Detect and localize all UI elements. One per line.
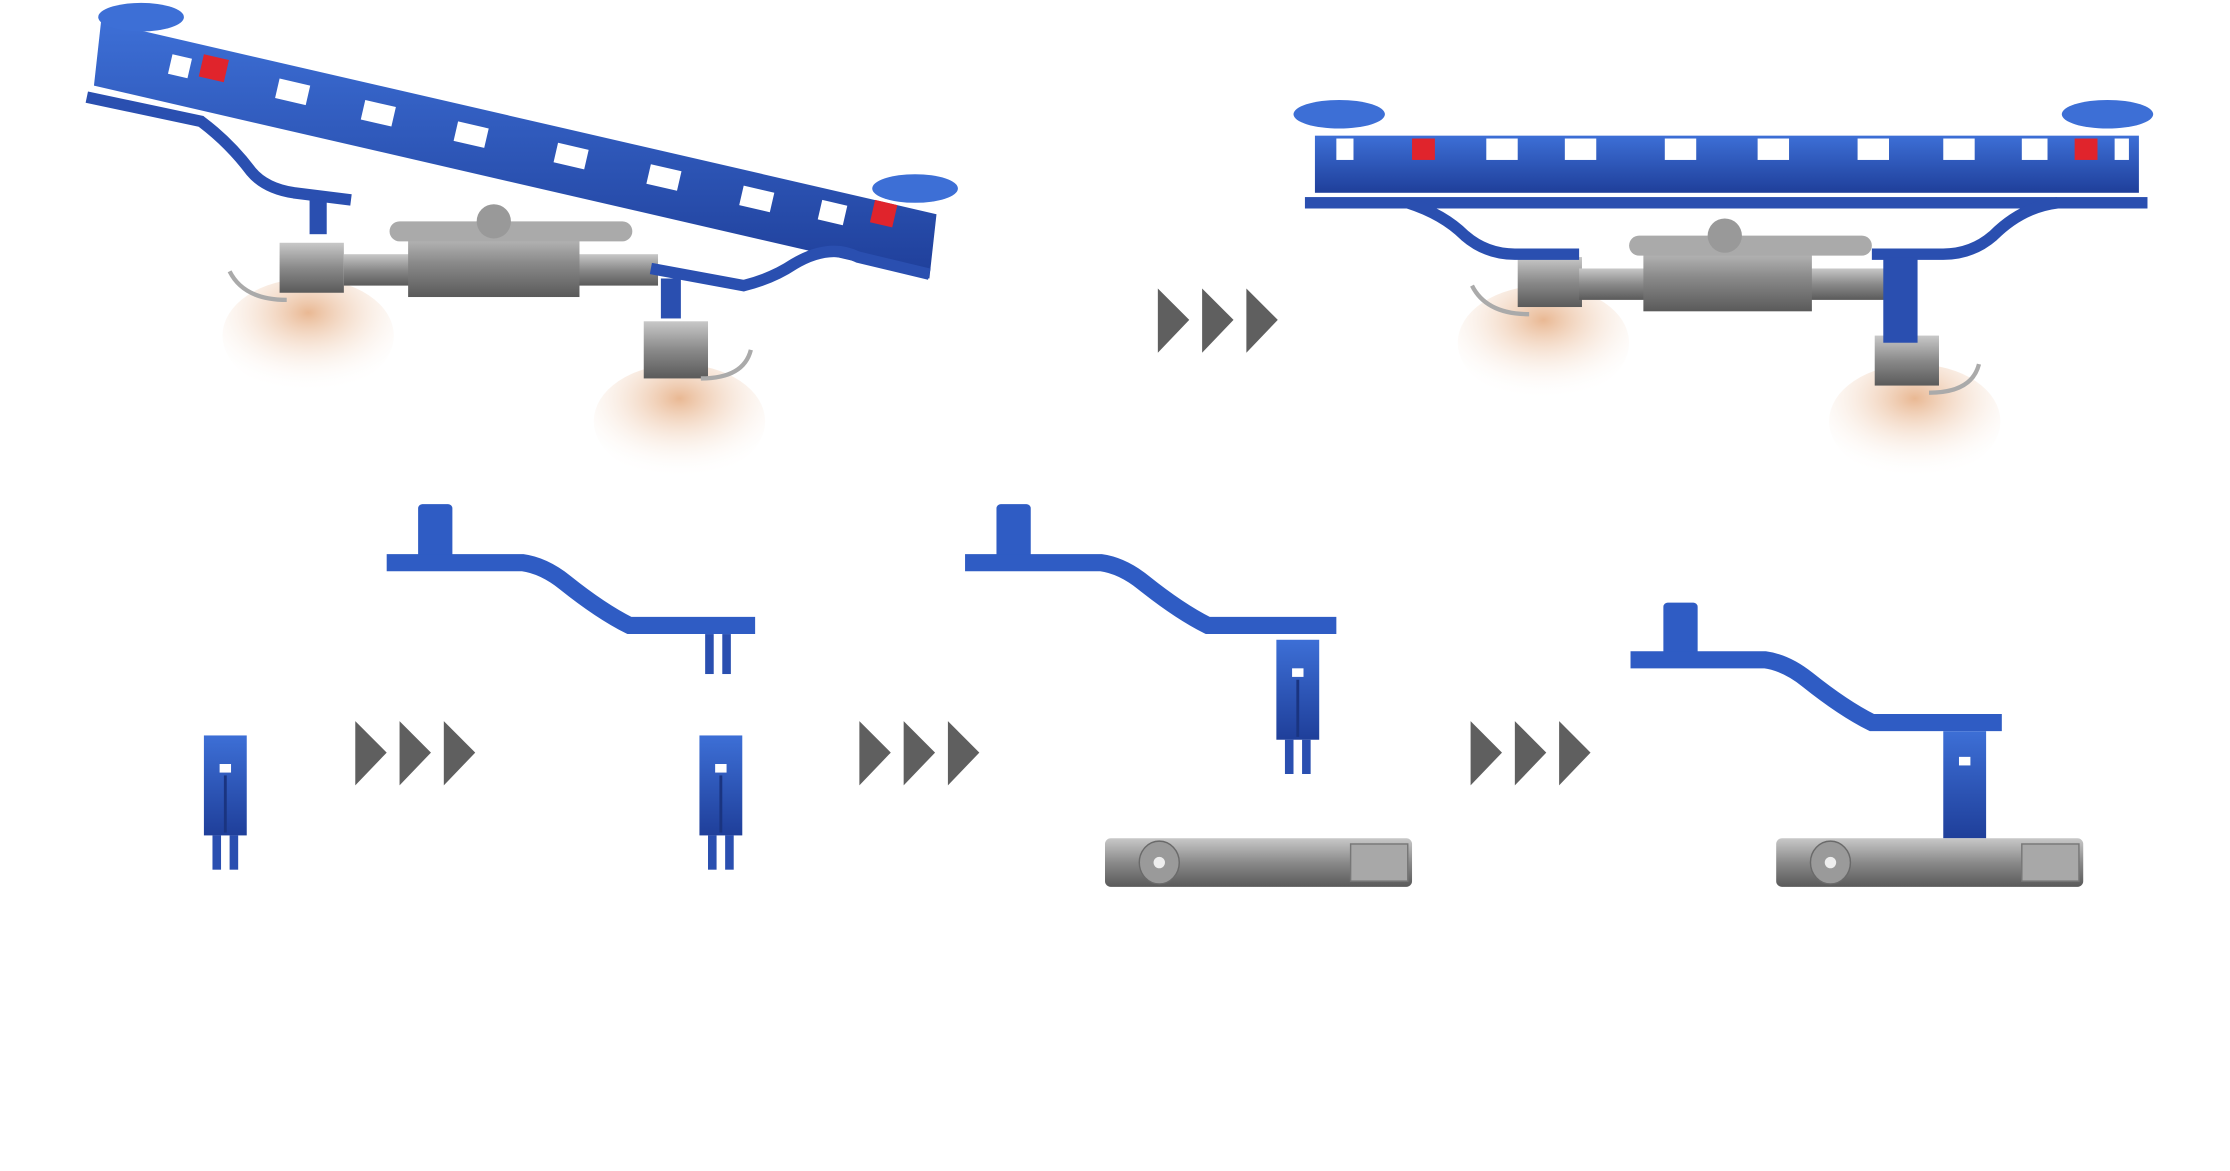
knob bbox=[98, 2, 184, 32]
knob bbox=[1293, 99, 1385, 129]
triple-chevron-right-icon bbox=[1157, 288, 1278, 353]
step-tray-seated bbox=[1293, 99, 2154, 479]
finger-left bbox=[1457, 285, 1630, 400]
pin bbox=[698, 734, 744, 872]
arm-over-clamp bbox=[965, 504, 1337, 776]
triple-chevron-right-icon bbox=[859, 721, 980, 786]
arm-with-pin bbox=[386, 504, 756, 675]
marker-red bbox=[869, 199, 898, 228]
marker-red bbox=[1412, 138, 1435, 160]
arm-seated-on-clamp bbox=[1630, 602, 2084, 888]
tray bbox=[1293, 99, 2154, 343]
triple-chevron-right-icon bbox=[1470, 721, 1591, 786]
triple-chevron-right-icon bbox=[355, 721, 476, 786]
knob bbox=[2061, 99, 2154, 129]
finger-right bbox=[593, 364, 766, 479]
pin bbox=[202, 734, 249, 872]
step-tilted-tray bbox=[85, 2, 958, 479]
metal-clamp bbox=[1470, 218, 1982, 395]
marker-red bbox=[2074, 138, 2098, 160]
finger-right bbox=[1829, 364, 2001, 479]
finger-left bbox=[222, 278, 394, 393]
tray bbox=[85, 2, 958, 319]
metal-clamp bbox=[227, 204, 753, 381]
metal-clamp bbox=[1104, 837, 1413, 888]
marker-red bbox=[198, 54, 229, 83]
knob bbox=[872, 174, 958, 203]
